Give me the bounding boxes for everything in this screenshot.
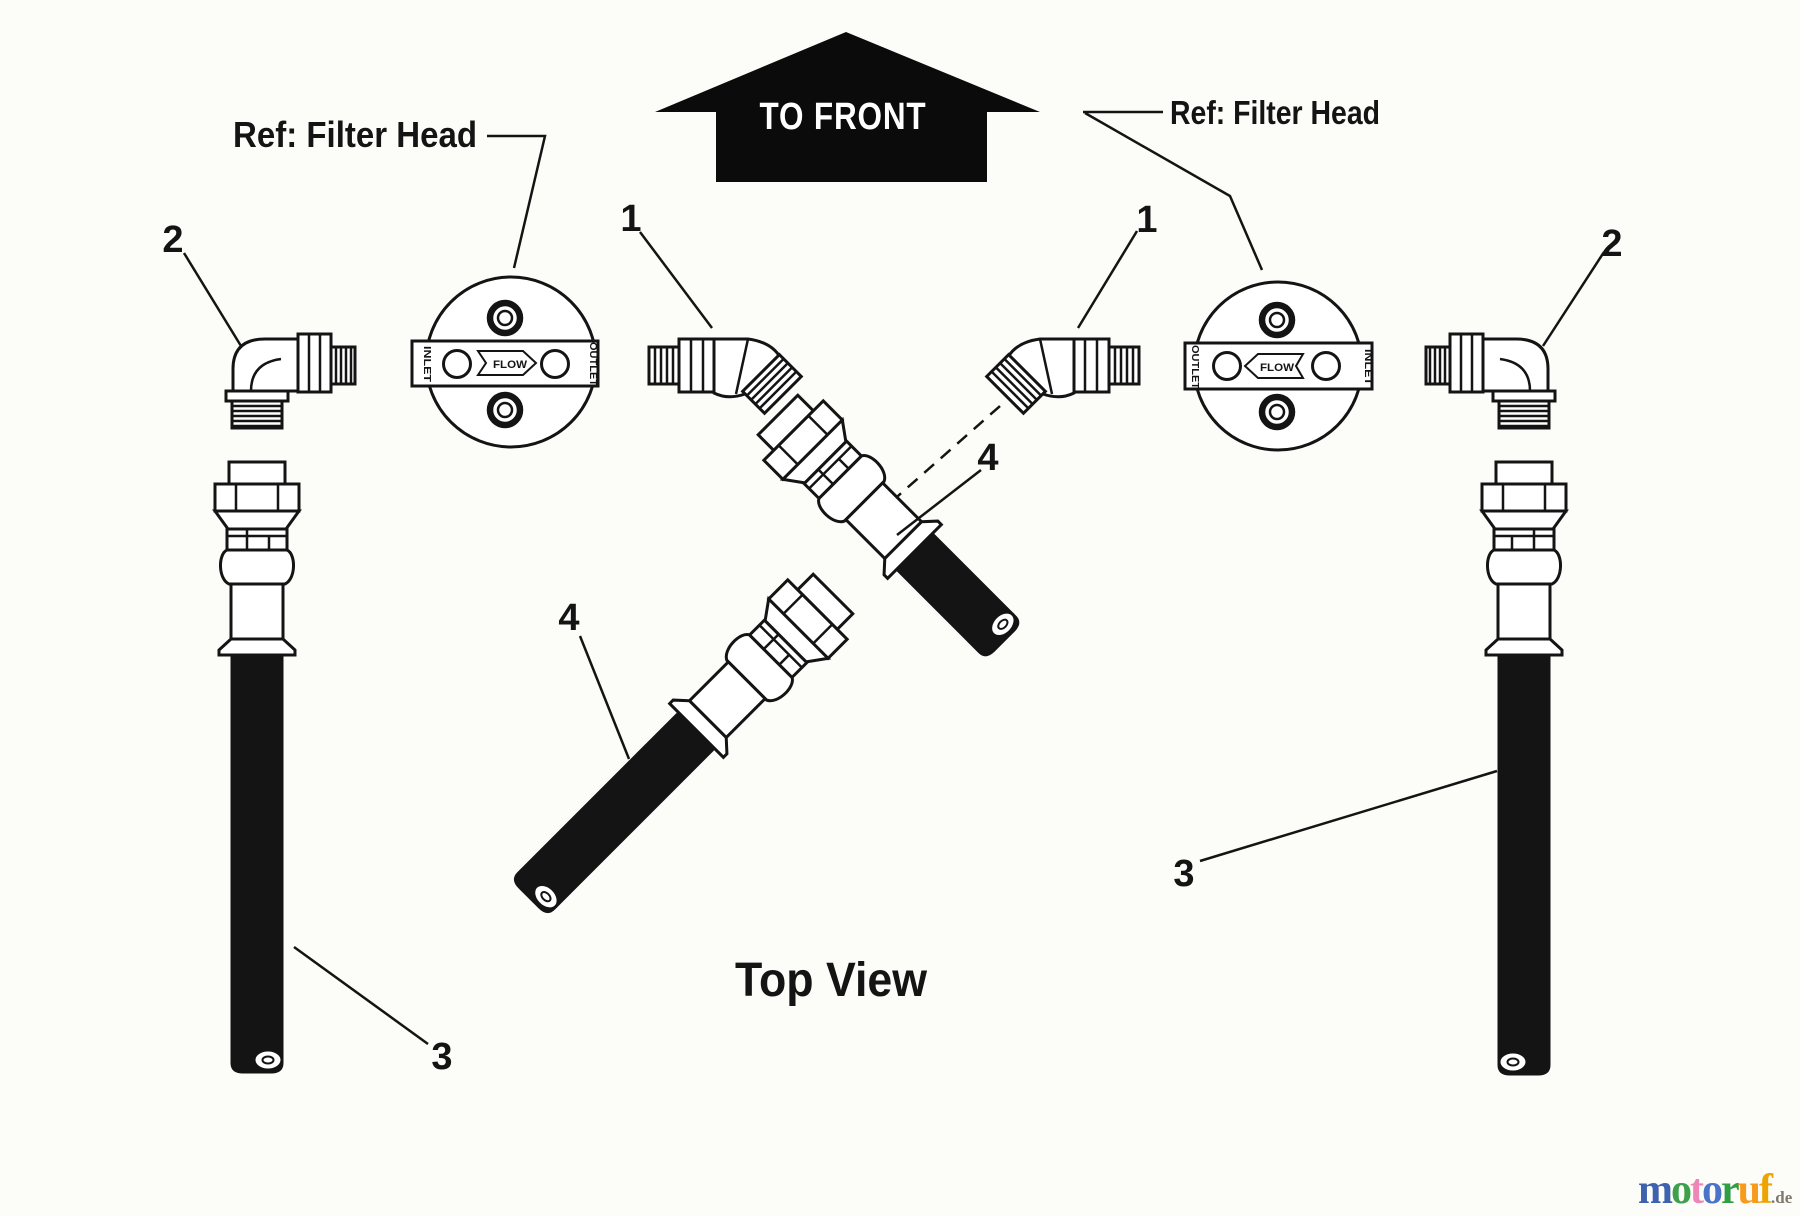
inlet-port: [1311, 351, 1341, 381]
callout-3-left: 3: [431, 1036, 452, 1078]
bolt-icon: [1262, 397, 1292, 427]
callout-2-left: 2: [162, 219, 183, 261]
flow-arrow-left-icon: [1243, 353, 1305, 379]
ref-filter-head-right: Ref: Filter Head: [1170, 94, 1380, 131]
leader-2-left: [182, 252, 243, 347]
callout-numbers: 2 1 1 2 4 4 3 3: [162, 198, 1622, 1078]
bolt-icon: [1262, 305, 1292, 335]
hose-assembly-right: [1480, 460, 1568, 1076]
callout-1-left: 1: [620, 198, 641, 240]
flow-arrow-right-icon: [476, 350, 538, 376]
arrow-shape: [655, 32, 1040, 182]
hose-assembly-upper-center: [746, 383, 1020, 657]
bolt-icon: [490, 303, 520, 333]
callout-2-right: 2: [1601, 223, 1622, 265]
filter-head-left: FLOW INLET OUTLET: [410, 275, 600, 449]
outlet-port: [1212, 351, 1242, 381]
leader-lines: [182, 110, 1606, 1046]
callout-3-right: 3: [1173, 853, 1194, 895]
filter-head-right: FLOW OUTLET INLET: [1183, 280, 1374, 452]
leader-ref-right: [1084, 111, 1264, 271]
outlet-label: OUTLET: [587, 342, 598, 386]
leader-1-right: [1076, 230, 1139, 329]
leader-2-right: [1541, 251, 1606, 347]
flow-label: FLOW: [493, 359, 528, 371]
watermark-letter: t: [1690, 1167, 1704, 1213]
bolt-icon: [490, 395, 520, 425]
fitting-45-right: [985, 337, 1141, 415]
inlet-port: [442, 349, 472, 379]
leader-ref-left: [487, 134, 547, 269]
direction-arrow: TO FRONT: [655, 32, 1040, 182]
ref-filter-head-left: Ref: Filter Head: [233, 114, 477, 155]
outlet-label: OUTLET: [1189, 345, 1200, 389]
watermark-letter: u: [1737, 1167, 1761, 1213]
view-caption: Top View: [735, 954, 928, 1007]
leader-4-lower: [578, 635, 631, 760]
leader-3-left: [293, 945, 429, 1046]
to-front-label: TO FRONT: [760, 96, 927, 138]
callout-4-lower: 4: [558, 597, 579, 639]
watermark-letter: r: [1721, 1167, 1740, 1213]
callout-1-right: 1: [1136, 199, 1157, 241]
outlet-port: [540, 349, 570, 379]
leader-4-upper: [896, 469, 982, 536]
watermark-letter: o: [1702, 1167, 1723, 1213]
watermark-logo[interactable]: motoruf.de: [1638, 1166, 1792, 1214]
flow-label: FLOW: [1260, 362, 1295, 374]
elbow-fitting-right: [1426, 334, 1555, 428]
leader-3-right: [1199, 769, 1498, 863]
watermark-letter: f: [1759, 1167, 1773, 1213]
watermark-suffix: .de: [1771, 1188, 1793, 1207]
watermark-letter: m: [1638, 1167, 1673, 1213]
callout-4-upper: 4: [977, 437, 998, 479]
elbow-fitting-left: [226, 334, 355, 428]
hose-assembly-lower-center: [513, 562, 865, 914]
watermark-letter: o: [1671, 1167, 1692, 1213]
watermark-letters: motoruf: [1638, 1167, 1773, 1213]
hose-assembly-left: [213, 460, 301, 1074]
inlet-label: INLET: [1362, 349, 1373, 385]
fitting-45-left: [647, 337, 803, 415]
leader-1-left: [639, 231, 713, 329]
inlet-label: INLET: [421, 346, 432, 382]
